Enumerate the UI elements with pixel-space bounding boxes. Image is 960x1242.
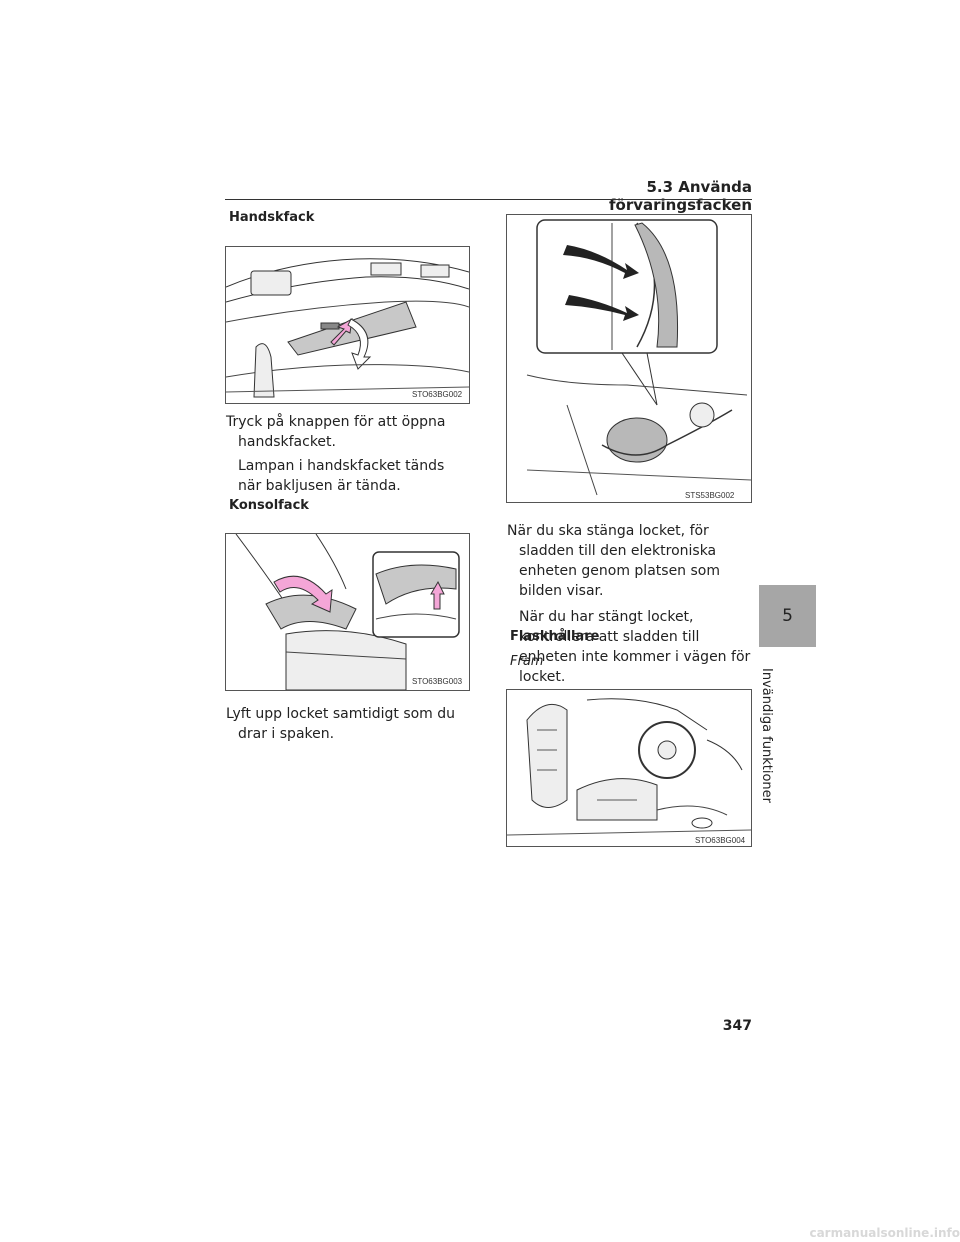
glovebox-figure-code: STO63BG002 bbox=[412, 390, 463, 399]
watermark-text: carmanualsonline.info bbox=[809, 1226, 960, 1240]
glovebox-heading: Handskfack bbox=[229, 210, 315, 225]
cable-figure: STS53BG002 bbox=[506, 214, 752, 503]
chapter-label-wrapper: Invändiga funktioner bbox=[752, 668, 780, 803]
console-heading: Konsolfack bbox=[229, 498, 309, 513]
bottle-holder-subheading: Fram bbox=[510, 654, 544, 669]
glovebox-note: Lampan i handskfacket tänds när bakljuse… bbox=[238, 458, 445, 494]
bottle-holder-figure: STO63BG004 bbox=[506, 689, 752, 847]
glovebox-step: Tryck på knappen för att öppna handskfac… bbox=[226, 414, 446, 450]
console-illustration: STO63BG003 bbox=[226, 534, 469, 690]
cable-step: När du ska stänga locket, för sladden ti… bbox=[507, 523, 720, 599]
chapter-tab: 5 bbox=[759, 585, 816, 647]
bottle-holder-heading: Flaskhållare bbox=[510, 629, 600, 644]
cable-note: När du har stängt locket, kontrollera at… bbox=[519, 609, 751, 685]
glovebox-figure: STO63BG002 bbox=[225, 246, 470, 404]
cable-illustration: STS53BG002 bbox=[507, 215, 751, 502]
chapter-number: 5 bbox=[782, 606, 793, 626]
page-number: 347 bbox=[722, 1018, 752, 1034]
console-step: Lyft upp locket samtidigt som du drar i … bbox=[226, 706, 456, 742]
console-figure: STO63BG003 bbox=[225, 533, 470, 691]
bottle-holder-figure-code: STO63BG004 bbox=[695, 836, 746, 845]
section-title: 5.3 Använda förvaringsfacken bbox=[609, 178, 752, 214]
cable-figure-code: STS53BG002 bbox=[685, 491, 735, 500]
header-divider bbox=[225, 199, 752, 200]
glovebox-illustration: STO63BG002 bbox=[226, 247, 469, 403]
chapter-label: Invändiga funktioner bbox=[759, 668, 774, 804]
console-figure-code: STO63BG003 bbox=[412, 677, 463, 686]
bottle-holder-illustration: STO63BG004 bbox=[507, 690, 751, 846]
